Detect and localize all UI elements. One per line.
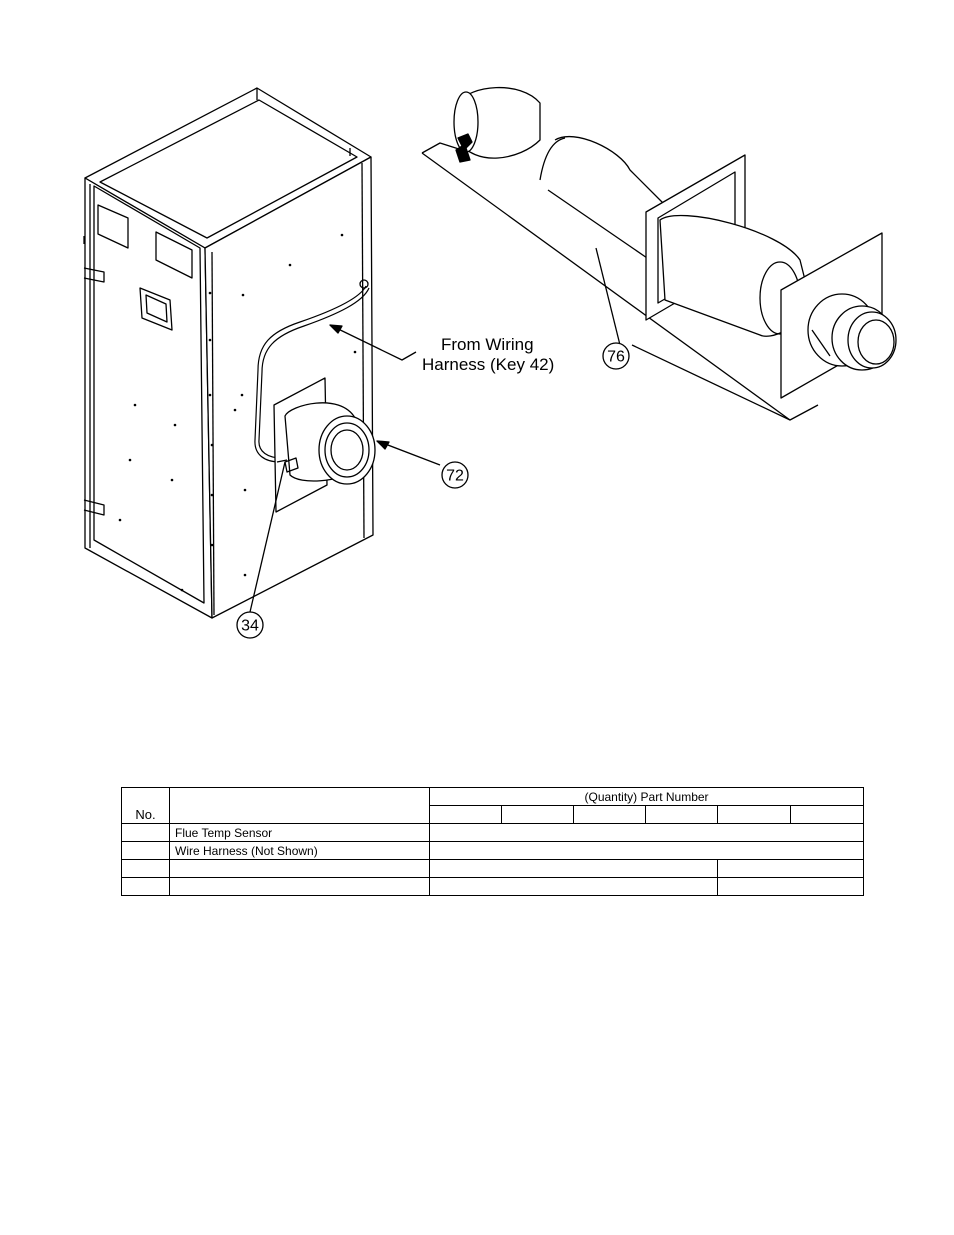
wiring-callout-line2: Harness (Key 42) [422, 355, 554, 374]
exploded-parts-drawing: From Wiring Harness (Key 42) 72 34 76 [83, 86, 897, 639]
part-number-header: (Quantity) Part Number [428, 787, 865, 806]
table-row: Flue Temp Sensor [121, 823, 865, 842]
wiring-callout-line1: From Wiring [441, 335, 534, 354]
row-no [121, 841, 170, 860]
header-row-2 [122, 805, 865, 824]
row-description: Wire Harness (Not Shown) [169, 841, 430, 860]
key-label-72: 72 [446, 468, 464, 485]
model-subheader [789, 805, 865, 824]
row-part-number-b [716, 877, 865, 896]
row-no [121, 859, 170, 878]
no-column-header: No. [121, 787, 170, 824]
key-label-34: 34 [241, 618, 259, 635]
model-subheader [429, 805, 502, 824]
model-subheader [645, 805, 718, 824]
row-description: Flue Temp Sensor [169, 823, 430, 842]
key-bubble-34: 34 [236, 611, 264, 639]
key-bubble-76: 76 [602, 342, 630, 370]
header-row-1: No. (Quantity) Part Number [121, 787, 865, 824]
cabinet-unit [83, 87, 376, 619]
table-row [121, 877, 865, 896]
row-description [169, 877, 430, 896]
row-description [169, 859, 430, 878]
row-part-number-a [429, 877, 718, 896]
row-part-number [428, 823, 865, 842]
model-subheader [717, 805, 791, 824]
leader-34 [249, 461, 286, 613]
description-column-header [169, 787, 430, 824]
key-bubble-72: 72 [441, 461, 469, 489]
row-part-number [428, 841, 865, 860]
leader-wiring [329, 324, 417, 361]
row-no [121, 823, 170, 842]
model-subheader [501, 805, 574, 824]
leader-76 [595, 247, 621, 346]
row-part-number-a [429, 859, 718, 878]
table-row [121, 859, 865, 878]
parts-list-table: No. (Quantity) Part Number Flue Temp Sen… [121, 787, 865, 896]
key-label-76: 76 [607, 349, 625, 366]
row-no [121, 877, 170, 896]
vent-terminal-kit [421, 86, 897, 421]
leader-72 [379, 441, 441, 466]
row-part-number-b [716, 859, 865, 878]
model-subheader [573, 805, 646, 824]
table-row: Wire Harness (Not Shown) [121, 841, 865, 860]
